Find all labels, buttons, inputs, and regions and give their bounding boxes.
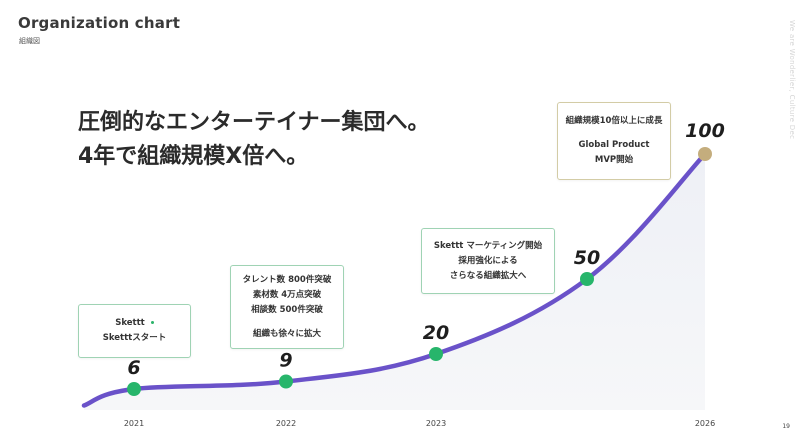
- headline: 圧倒的なエンターテイナー集団へ。 4年で組織規模X倍へ。: [78, 106, 430, 174]
- callout-2021: Skettt Sketttスタート: [78, 304, 191, 358]
- callout-2022-line-2: 素材数 4万点突破: [252, 289, 322, 300]
- chart-point-1: [279, 374, 293, 389]
- chart-value-label-3: 50: [574, 247, 600, 269]
- callout-2022: タレント数 800件突破 素材数 4万点突破 相談数 500件突破 組織も徐々に…: [230, 265, 344, 349]
- page-title: Organization chart: [18, 14, 181, 32]
- callout-2022-line-4: 組織も徐々に拡大: [252, 328, 321, 339]
- page-number: 19: [782, 423, 790, 430]
- callout-2023-line-2: 採用強化による: [458, 255, 518, 266]
- x-tick-label-1: 2022: [276, 419, 296, 428]
- callout-2023-line-3: さらなる組織拡大へ: [449, 270, 527, 281]
- x-tick-label-0: 2021: [124, 419, 144, 428]
- callout-2021-brand: Skettt: [115, 318, 145, 328]
- callout-2023-line-1: Skettt マーケティング開始: [433, 240, 543, 251]
- chart-series-line: [81, 151, 708, 408]
- callout-2026-line-3: MVP開始: [594, 155, 634, 165]
- headline-line-2: 4年で組織規模X倍へ。: [78, 144, 309, 169]
- page-subtitle: 組織図: [19, 37, 40, 45]
- headline-line-1: 圧倒的なエンターテイナー集団へ。: [78, 110, 430, 135]
- chart-value-label-4: 100: [685, 120, 725, 142]
- chart-value-label-2: 20: [423, 322, 449, 344]
- callout-2022-line-3: 相談数 500件突破: [251, 304, 323, 315]
- chart-point-2: [429, 347, 443, 361]
- x-tick-label-3: 2026: [695, 419, 715, 428]
- green-dot-icon: [150, 321, 154, 324]
- callout-2026-line-2: Global Product: [578, 140, 650, 150]
- chart-point-4: [698, 147, 712, 161]
- chart-point-3: [580, 272, 594, 286]
- chart-area-fill: [84, 154, 705, 410]
- chart-point-0: [127, 382, 141, 396]
- callout-2022-line-1: タレント数 800件突破: [242, 274, 332, 285]
- callout-2023: Skettt マーケティング開始 採用強化による さらなる組織拡大へ: [421, 228, 555, 294]
- callout-2026-line-1: 組織規模10倍以上に成長: [565, 116, 663, 126]
- chart-value-label-0: 6: [127, 357, 140, 379]
- vertical-watermark: We are Wonderlier, Culture Dec: [788, 20, 796, 140]
- chart-value-label-1: 9: [279, 350, 292, 372]
- callout-2026: 組織規模10倍以上に成長 Global Product MVP開始: [557, 102, 671, 180]
- x-tick-label-2: 2023: [426, 419, 446, 428]
- callout-2021-text: Sketttスタート: [102, 333, 167, 343]
